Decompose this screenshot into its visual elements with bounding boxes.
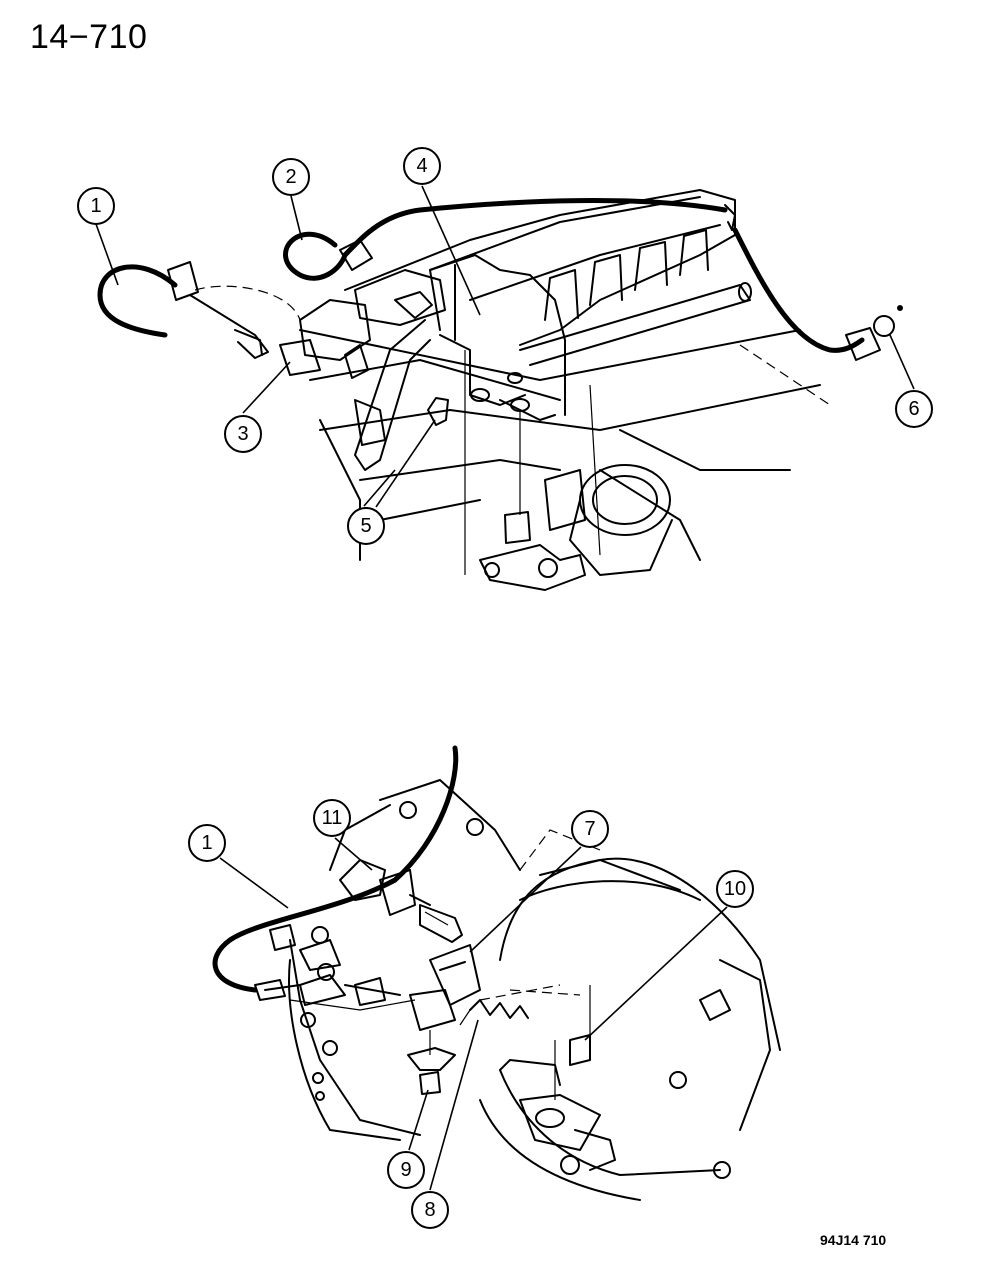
- callout-bottom-1: 1: [188, 824, 226, 862]
- callout-label: 7: [584, 818, 595, 840]
- figure-code: 94J14 710: [820, 1232, 887, 1248]
- callout-label: 2: [285, 166, 296, 188]
- callout-bottom-7: 7: [571, 810, 609, 848]
- cable-2-loop: [283, 198, 903, 361]
- transmission-illustration: [264, 779, 781, 1201]
- callout-label: 9: [400, 1159, 411, 1181]
- callout-top-5: 5: [347, 507, 385, 545]
- cable-1-bottom: [212, 745, 459, 1001]
- callout-top-4: 4: [403, 147, 441, 185]
- callout-label: 8: [424, 1199, 435, 1221]
- leader-lines: [95, 185, 915, 1191]
- callout-top-1: 1: [77, 187, 115, 225]
- callout-label: 10: [724, 878, 746, 900]
- callout-label: 11: [322, 807, 343, 829]
- callout-label: 5: [360, 515, 371, 537]
- page-number: 14−710: [30, 18, 148, 56]
- callout-label: 6: [908, 398, 919, 420]
- callout-label: 3: [237, 423, 248, 445]
- callout-bottom-9: 9: [387, 1151, 425, 1189]
- callout-label: 4: [416, 155, 427, 177]
- cable-1-top: [97, 261, 301, 359]
- callout-label: 1: [90, 195, 101, 217]
- callout-bottom-8: 8: [411, 1191, 449, 1229]
- callout-top-2: 2: [272, 158, 310, 196]
- callout-label: 1: [201, 832, 212, 854]
- callout-top-6: 6: [895, 390, 933, 428]
- callout-bottom-11: 11: [313, 799, 351, 837]
- callout-bottom-10: 10: [716, 870, 754, 908]
- callout-top-3: 3: [224, 415, 262, 453]
